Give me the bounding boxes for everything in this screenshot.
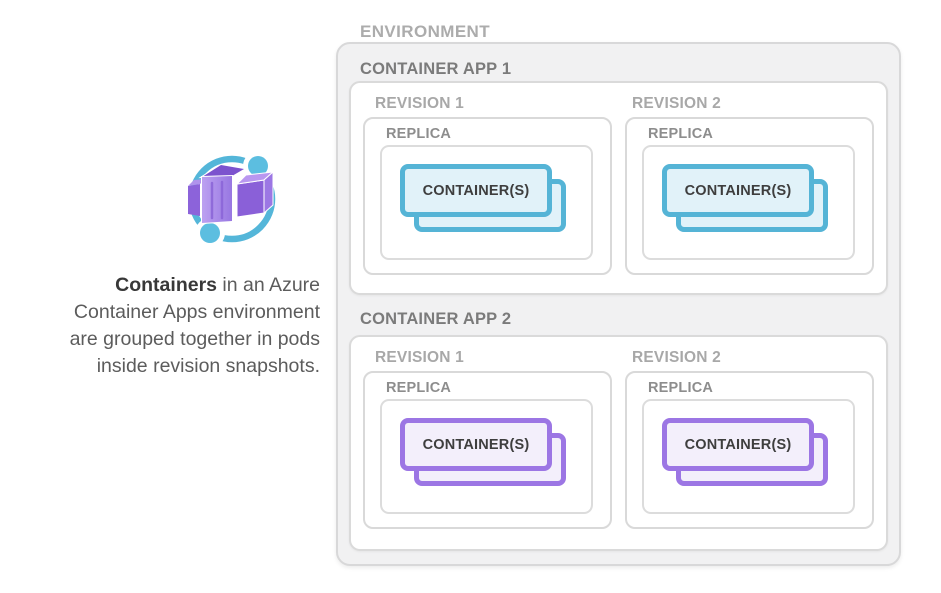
container-box: CONTAINER(S): [662, 418, 814, 471]
revision-1-box: REPLICA CONTAINER(S): [363, 117, 612, 275]
replica-label: REPLICA: [386, 380, 452, 396]
revision-1-box: REPLICA CONTAINER(S): [363, 371, 612, 529]
container-cube-icon: [235, 170, 275, 218]
azure-container-apps-icon: [188, 151, 276, 248]
container-stack: CONTAINER(S): [662, 164, 830, 234]
revision-1-label: REVISION 1: [375, 349, 464, 366]
orbit-node-icon: [248, 156, 268, 176]
container-box: CONTAINER(S): [400, 164, 552, 217]
container-app-2-box: REVISION 1 REPLICA CONTAINER(S) REVISION…: [349, 335, 888, 551]
container-app-2-label: CONTAINER APP 2: [360, 310, 512, 328]
container-box: CONTAINER(S): [400, 418, 552, 471]
replica-box: CONTAINER(S): [642, 145, 855, 260]
replica-box: CONTAINER(S): [642, 399, 855, 514]
environment-box: CONTAINER APP 1 REVISION 1 REPLICA CONTA…: [336, 42, 901, 566]
caption-line: are grouped together in pods: [69, 328, 320, 350]
revision-1-label: REVISION 1: [375, 95, 464, 112]
replica-label: REPLICA: [386, 126, 452, 142]
caption-line: Container Apps environment: [73, 301, 320, 323]
container-box: CONTAINER(S): [662, 164, 814, 217]
caption-bold: Containers: [115, 274, 218, 296]
container-stack: CONTAINER(S): [662, 418, 830, 488]
orbit-node-icon: [200, 223, 220, 243]
revision-2-label: REVISION 2: [632, 349, 721, 366]
revision-2-label: REVISION 2: [632, 95, 721, 112]
caption-line: inside revision snapshots.: [96, 355, 320, 377]
container-stack: CONTAINER(S): [400, 418, 568, 488]
replica-box: CONTAINER(S): [380, 399, 593, 514]
revision-2-box: REPLICA CONTAINER(S): [625, 371, 874, 529]
replica-label: REPLICA: [648, 380, 714, 396]
revision-2-box: REPLICA CONTAINER(S): [625, 117, 874, 275]
environment-label: ENVIRONMENT: [360, 22, 491, 41]
caption: Containers in an Azure Container Apps en…: [0, 272, 320, 380]
container-stack: CONTAINER(S): [400, 164, 568, 234]
replica-box: CONTAINER(S): [380, 145, 593, 260]
caption-line: Containers in an Azure: [115, 274, 320, 296]
container-app-1-box: REVISION 1 REPLICA CONTAINER(S) REVISION…: [349, 81, 888, 295]
replica-label: REPLICA: [648, 126, 714, 142]
container-app-1-label: CONTAINER APP 1: [360, 60, 512, 78]
container-cube-icon: [198, 163, 247, 225]
